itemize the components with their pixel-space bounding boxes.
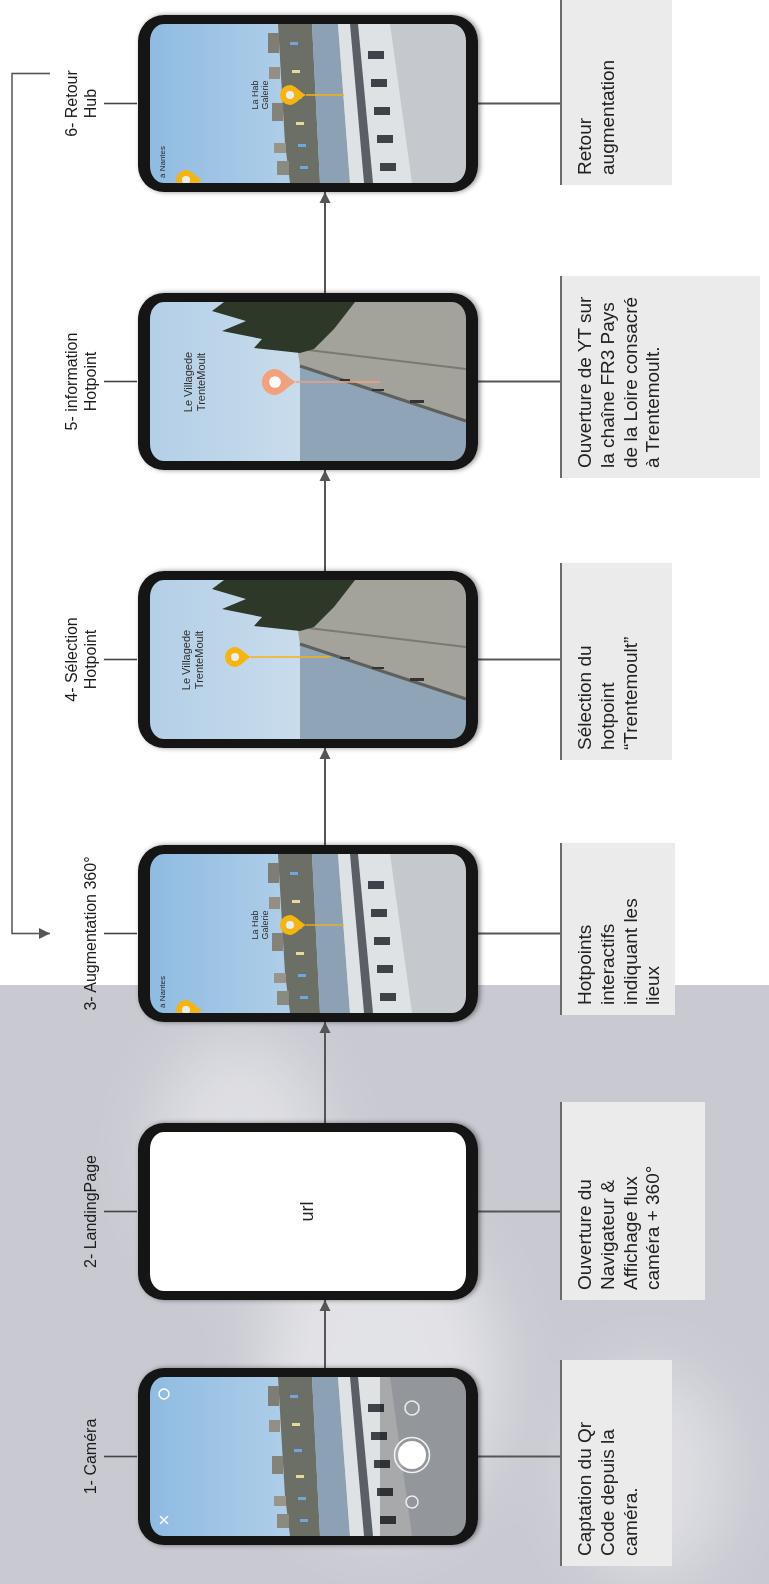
hotspot-label: à Nantes xyxy=(158,142,167,182)
arrow-head xyxy=(320,1022,331,1033)
connector-line xyxy=(324,1022,326,1123)
cloud-texture xyxy=(150,1034,730,1584)
flow-connector xyxy=(478,659,560,660)
description-box: Retour augmentation xyxy=(560,0,672,185)
box-text: Sélection du hotpoint “Trentemoult” xyxy=(574,610,642,750)
hotspot-label: à Nantes xyxy=(158,972,167,1012)
phone-frame xyxy=(138,845,478,1022)
arrow-head xyxy=(320,748,331,759)
hotspot-label: Le Villagede TrenteMoult xyxy=(180,620,205,700)
hotspot-stem xyxy=(296,381,380,382)
hotspot-label: Le Villagede TrenteMoult xyxy=(182,342,207,422)
grey-backdrop xyxy=(0,985,769,1584)
flow-connector xyxy=(320,748,331,845)
box-text: Ouverture de YT sur la chaîne FR3 Pays d… xyxy=(574,284,665,468)
box-text: Captation du Qr Code depuis la caméra. xyxy=(574,1401,642,1556)
description-box: Sélection du hotpoint “Trentemoult” xyxy=(560,563,672,760)
step-heading: 3- Augmentation 360° xyxy=(81,834,100,1034)
heading-tick xyxy=(104,659,137,661)
connector-line xyxy=(324,748,326,845)
step-heading: 2- LandingPage xyxy=(81,1137,100,1287)
heading-tick xyxy=(104,381,137,383)
arrow-head xyxy=(320,192,331,203)
box-text: Ouverture du Navigateur & Affichage flux… xyxy=(574,1110,665,1290)
camera-ui xyxy=(159,1377,466,1536)
phone-step: url 2- LandingPage xyxy=(50,1123,478,1300)
hotspot-label: La Hab Galerie xyxy=(250,902,271,948)
hotspot-label: La Hab Galerie xyxy=(250,72,271,118)
screen-trees xyxy=(150,302,466,461)
connector-line xyxy=(478,1211,560,1213)
step-heading: 4- Sélection Hotpoint xyxy=(62,605,100,715)
arrow-head xyxy=(320,1300,331,1311)
description-box: Captation du Qr Code depuis la caméra. xyxy=(560,1360,672,1566)
flow-connector xyxy=(478,1456,560,1457)
flow-connector xyxy=(478,933,560,934)
flow-connector xyxy=(320,192,331,293)
box-text: Hotpoints interactifs indiquant les lieu… xyxy=(574,870,665,1005)
arrow-head xyxy=(39,928,50,939)
hotspot-pin xyxy=(280,915,344,935)
phone-step: 1- Caméra xyxy=(50,1368,478,1545)
phone-step: 4- Sélection Hotpoint xyxy=(50,571,478,748)
screen-harbor xyxy=(150,1377,466,1536)
step-heading: 1- Caméra xyxy=(81,1397,100,1517)
box-text: Retour augmentation xyxy=(574,35,620,175)
screen-harbor xyxy=(150,854,466,1013)
connector-line xyxy=(478,103,560,105)
arrow-head xyxy=(320,470,331,481)
description-box: Hotpoints interactifs indiquant les lieu… xyxy=(560,843,675,1015)
flow-connector xyxy=(12,74,50,940)
heading-tick xyxy=(104,1456,137,1458)
connector-line xyxy=(324,470,326,571)
hotspot-pin-active xyxy=(262,369,296,395)
connector-line xyxy=(478,1456,560,1458)
phone-frame xyxy=(138,15,478,192)
flow-connector xyxy=(320,1300,331,1368)
hotspot-pin xyxy=(280,85,344,105)
screen-text: url xyxy=(297,1132,319,1291)
heading-tick xyxy=(104,103,137,105)
connector-line xyxy=(12,74,50,934)
screen-harbor xyxy=(150,24,466,183)
step-heading: 6- Retour Hub xyxy=(62,59,100,149)
phone-frame xyxy=(138,1368,478,1545)
flow-connector xyxy=(478,381,560,382)
screen-trees xyxy=(150,580,466,739)
phone-step: 5- information Hotpoint xyxy=(50,293,478,470)
heading-tick xyxy=(104,933,137,935)
connector-line xyxy=(478,933,560,935)
heading-tick xyxy=(104,1211,137,1213)
connector-line xyxy=(324,192,326,293)
connector-line xyxy=(478,659,560,661)
phone-frame: url xyxy=(138,1123,478,1300)
flow-connector xyxy=(478,103,560,104)
description-box: Ouverture du Navigateur & Affichage flux… xyxy=(560,1102,705,1300)
flow-connector xyxy=(320,470,331,571)
description-box: Ouverture de YT sur la chaîne FR3 Pays d… xyxy=(560,276,760,478)
flow-connector xyxy=(320,1022,331,1123)
hotspot-pin xyxy=(225,647,330,667)
flow-connector xyxy=(478,1211,560,1212)
connector-line xyxy=(478,381,560,383)
step-heading: 5- information Hotpoint xyxy=(62,322,100,442)
screen-blank xyxy=(150,1132,466,1291)
